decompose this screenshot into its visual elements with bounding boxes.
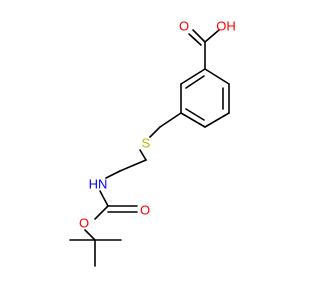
- atom-label-acid-o: O: [179, 19, 189, 34]
- bond-s-ch2: [139, 149, 147, 161]
- atom-label-layer: OH O S HN O O: [79, 19, 236, 231]
- bond-ring-ch2: [159, 112, 182, 128]
- bond-ring-3: [204, 112, 230, 128]
- bond-ch2-s: [149, 126, 161, 138]
- atom-label-carbamate-o: O: [140, 203, 150, 218]
- bond-cooh-c-o-double-a: [192, 29, 206, 43]
- bond-ring-6: [180, 68, 206, 85]
- bond-o-tbu: [84, 229, 96, 241]
- atom-label-ester-o: O: [79, 216, 89, 231]
- bond-ring-4: [180, 112, 206, 128]
- bond-cooh-c-o-double-b: [188, 33, 202, 46]
- bond-c-o-ester: [94, 205, 109, 220]
- bond-ring-6-inner: [185, 75, 205, 89]
- bond-ring-1: [204, 68, 230, 85]
- bond-ch2-n: [105, 170, 121, 179]
- molecule-diagram: OH O S HN O O: [69, 19, 236, 267]
- atom-label-nh: HN: [89, 177, 108, 192]
- bond-ring-4-inner: [185, 108, 205, 121]
- bond-ch2-ch2: [119, 159, 147, 172]
- bond-cooh-c-oh: [204, 29, 220, 43]
- atom-label-oh: OH: [216, 19, 236, 34]
- bond-n-c: [99, 190, 109, 207]
- atom-label-s: S: [142, 136, 151, 151]
- bond-layer: [69, 29, 230, 267]
